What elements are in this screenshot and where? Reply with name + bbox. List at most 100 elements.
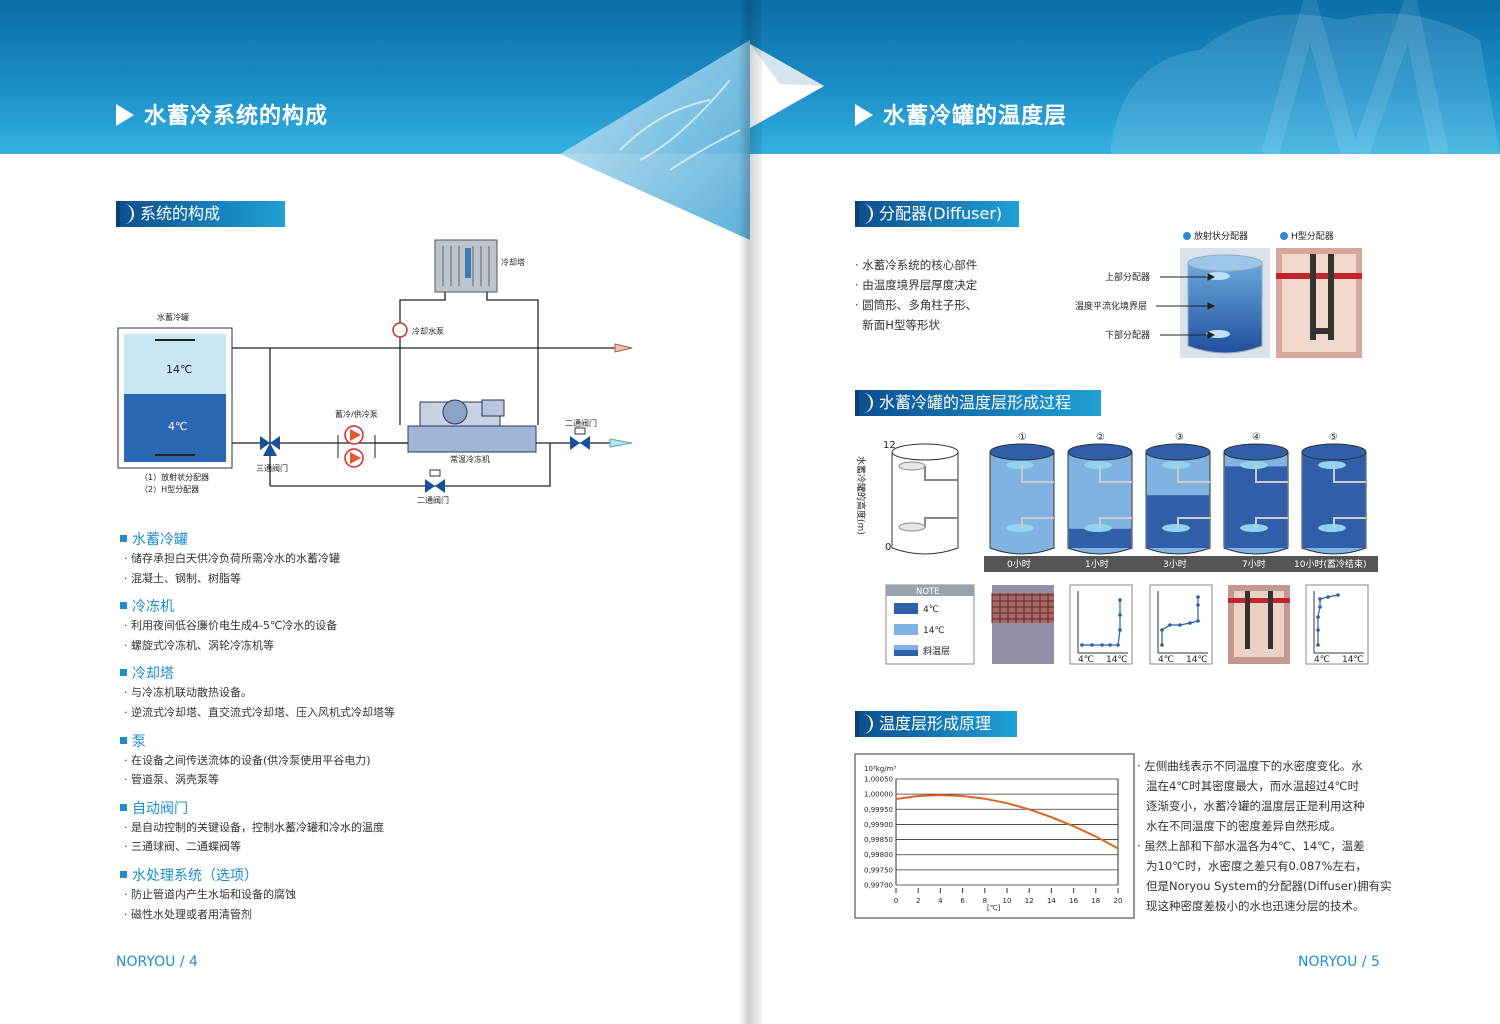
two-way-valve-label-1: 二通阀门 xyxy=(417,495,449,505)
cooling-pump-label: 冷却水泵 xyxy=(412,326,444,336)
item-line: · 与冷冻机联动散热设备。 xyxy=(124,686,252,699)
section-system: 系统的构成 xyxy=(116,201,285,227)
tank-number-1: ① xyxy=(1018,432,1027,443)
density-y-unit: 10³kg/m³ xyxy=(864,765,896,773)
item-title-text: 自动阀门 xyxy=(132,801,188,817)
process-tank-cold-2 xyxy=(1069,528,1131,548)
process-pipe-lower-1 xyxy=(1021,517,1054,528)
process-diffuser-lower-2 xyxy=(1084,524,1112,532)
process-diffuser-upper-4 xyxy=(1240,461,1268,469)
process-diagram: 水蓄冷罐的高度(m) 12 0 0小时 1小时 3小时 7小时 10小时(蓄冷结… xyxy=(855,432,1378,665)
right-page-number: NORYOU / 5 xyxy=(1298,954,1380,970)
item-title-tank: 水蓄冷罐 xyxy=(120,529,188,549)
system-diagram: 冷却塔 冷却水泵 水蓄冷罐 14℃ 4℃ （1）放射状分配器 （2）H型分配器 xyxy=(117,239,633,505)
item-title-water: 水处理系统（选项） xyxy=(120,865,258,885)
principle-line: 逐渐变小，水蓄冷罐的温度层正是利用这种 xyxy=(1146,799,1365,813)
upper-distributor-label: 上部分配器 xyxy=(1105,271,1150,283)
time-label-2: 3小时 xyxy=(1163,558,1187,570)
mini-plot-point xyxy=(1188,621,1192,625)
mini-plot-point xyxy=(1316,628,1320,632)
water-splash-decoration xyxy=(560,40,750,240)
process-y-max: 12 xyxy=(883,440,896,451)
density-y-tick: 0,99750 xyxy=(864,866,893,874)
item-line: · 磁性水处理或者用清管剂 xyxy=(124,908,252,921)
mini-plot-point xyxy=(1168,623,1172,627)
tank-number-5: ⑤ xyxy=(1329,432,1338,443)
mini-plot-point xyxy=(1178,623,1182,627)
right-page-title: 水蓄冷罐的温度层 xyxy=(855,98,1067,130)
book-spine-shadow xyxy=(738,0,762,1024)
process-pipe-lower-4 xyxy=(1255,517,1288,528)
item-line: · 是自动控制的关键设备，控制水蓄冷罐和冷水的温度 xyxy=(124,821,384,834)
process-pipe-lower-5 xyxy=(1333,517,1366,528)
outlet-arrow-icon-2 xyxy=(609,438,633,448)
item-title-text: 水蓄冷罐 xyxy=(132,532,188,548)
process-pipe-upper-2 xyxy=(1099,465,1132,483)
process-tank-2 xyxy=(1067,452,1133,555)
mini-plot-label-high: 14℃ xyxy=(1342,655,1364,665)
process-tank-top-1 xyxy=(989,443,1055,461)
note-label-gradient: 斜温层 xyxy=(923,645,950,657)
mini-plot-label-high: 14℃ xyxy=(1186,655,1208,665)
process-pipe-upper-3 xyxy=(1177,465,1210,483)
mini-plot-point xyxy=(1160,628,1164,632)
legend-h-label: H型分配器 xyxy=(1291,231,1334,242)
cooling-pump-icon xyxy=(392,322,408,338)
tank-warm-layer xyxy=(124,334,226,394)
item-line: · 混凝土、钢制、树脂等 xyxy=(124,572,241,585)
two-way-valve-label-2: 二通阀门 xyxy=(565,418,597,428)
section-diffuser: 分配器(Diffuser) xyxy=(855,201,1019,227)
mini-plot-label-low: 4℃ xyxy=(1078,655,1094,665)
three-way-valve-label: 三通阀门 xyxy=(256,463,288,473)
process-tank-top-2 xyxy=(1067,443,1133,461)
density-x-tick: 2 xyxy=(916,897,920,905)
diffuser-tank xyxy=(1187,263,1263,354)
density-chart-frame xyxy=(854,753,1135,919)
tank-temp-top: 14℃ xyxy=(166,363,192,376)
density-y-tick: 0,99700 xyxy=(864,882,893,890)
principle-line: 但是Noryou System的分配器(Diffuser)拥有实 xyxy=(1146,879,1392,893)
mini-plot-3 xyxy=(1305,584,1369,665)
item-line: · 储存承担白天供冷负荷所需冷水的水蓄冷罐 xyxy=(124,552,340,565)
process-pipe-upper-4 xyxy=(1255,465,1288,483)
section-process: 水蓄冷罐的温度层形成过程 xyxy=(855,390,1101,416)
mini-plot-point xyxy=(1326,595,1330,599)
density-y-tick: 1,00000 xyxy=(864,791,893,799)
mini-plot-point xyxy=(1316,643,1320,647)
density-x-tick: 20 xyxy=(1114,897,1123,905)
item-line: · 逆流式冷却塔、直交流式冷却塔、压入风机式冷却塔等 xyxy=(124,706,395,719)
time-label-1: 1小时 xyxy=(1085,558,1109,570)
triangle-icon xyxy=(116,104,134,126)
mini-plot-point xyxy=(1196,619,1200,623)
note-swatch-14c xyxy=(894,624,918,635)
two-way-valve-icon-2 xyxy=(570,436,580,450)
mini-plot-point xyxy=(1118,613,1122,617)
distributor-label-2: （2）H型分配器 xyxy=(140,485,199,494)
time-label-4: 10小时(蓄冷结束) xyxy=(1294,558,1366,570)
tank-temp-bottom: 4℃ xyxy=(168,420,187,433)
process-tank-top-5 xyxy=(1301,443,1367,461)
principle-line: · 虽然上部和下部水温各为4℃、14℃，温差 xyxy=(1137,839,1365,853)
tank-number-4: ④ xyxy=(1252,432,1261,443)
note-label-14c: 14℃ xyxy=(923,626,945,636)
mini-plot-point xyxy=(1196,603,1200,607)
diffuser-bullet: · 圆筒形、多角柱子形、 xyxy=(855,298,978,312)
process-y-min: 0 xyxy=(885,542,891,553)
density-x-tick: 0 xyxy=(894,897,898,905)
cooling-tower-label: 冷却塔 xyxy=(501,257,525,267)
mini-plot-point xyxy=(1196,595,1200,599)
density-x-tick: 12 xyxy=(1025,897,1034,905)
principle-line: · 左侧曲线表示不同温度下的水密度变化。水 xyxy=(1137,759,1363,773)
process-diffuser-lower-4 xyxy=(1240,524,1268,532)
boundary-layer-label: 温度平流化境界层 xyxy=(1075,300,1147,312)
principle-line: 水在不同温度下的密度差异自然形成。 xyxy=(1146,819,1342,833)
tank-number-3: ③ xyxy=(1175,432,1184,443)
density-y-tick: 0,99950 xyxy=(864,806,893,814)
item-title-text: 冷冻机 xyxy=(132,599,174,615)
item-title-text: 冷却塔 xyxy=(132,666,174,682)
triangle-icon xyxy=(855,104,873,126)
mini-plot-point xyxy=(1100,643,1104,647)
item-line: · 螺旋式冷冻机、涡轮冷冻机等 xyxy=(124,639,274,652)
diffuser-diagram: 放射状分配器 H型分配器 上部分配器 温度平流化境界层 下部分配器 xyxy=(1075,230,1362,358)
density-chart: 10³kg/m³ 1,000501,000000,999500,999000,9… xyxy=(854,753,1135,919)
